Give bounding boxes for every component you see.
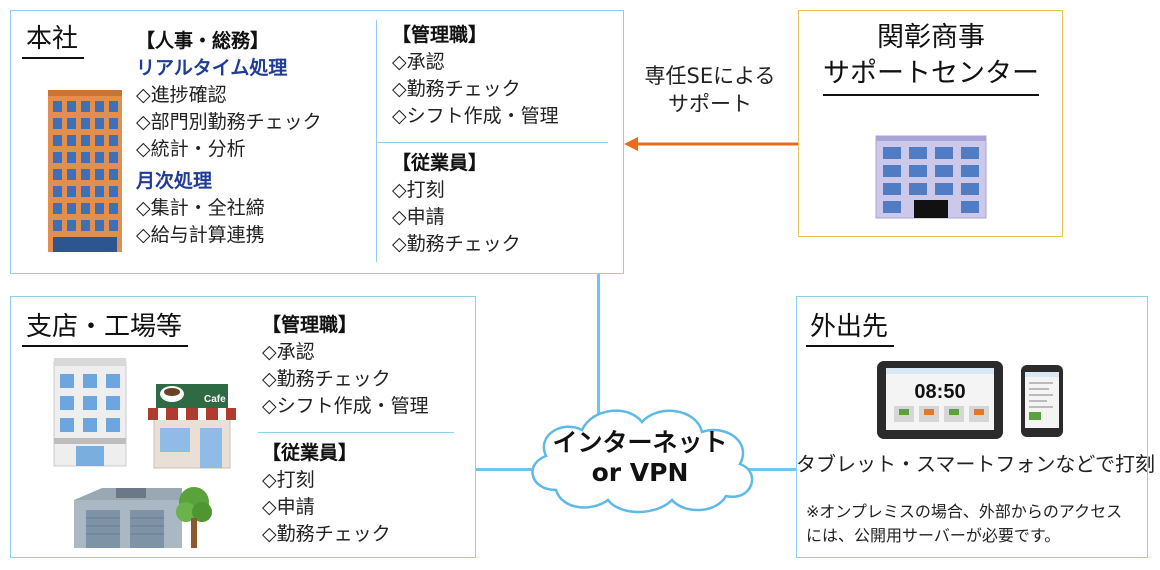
- hq-manager-item: ◇勤務チェック: [392, 78, 521, 100]
- internet-cloud-icon: [531, 409, 754, 514]
- hq-employee-heading: 【従業員】: [392, 152, 488, 174]
- hq-manager-heading: 【管理職】: [392, 24, 488, 46]
- connector-hq-to-network: [597, 272, 600, 432]
- outside-title: 外出先: [806, 306, 895, 347]
- branch-manager-heading: 【管理職】: [262, 314, 358, 336]
- support-arrow: [624, 137, 798, 151]
- outside-caption: タブレット・スマートフォンなどで打刻: [796, 452, 1155, 476]
- office-tower-icon: [48, 90, 122, 252]
- outside-note-line1: ※オンプレミスの場合、外部からのアクセス: [806, 502, 1123, 521]
- hq-hr-heading: 【人事・総務】: [136, 30, 270, 52]
- connector-branch-to-network: [476, 468, 538, 471]
- support-center-title: 関彰商事 サポートセンター: [802, 20, 1060, 96]
- outside-note: ※オンプレミスの場合、外部からのアクセス には、公開用サーバーが必要です。: [806, 500, 1146, 548]
- support-arrow-label: 専任SEによる サポート: [640, 62, 780, 118]
- hq-realtime-item: ◇進捗確認: [136, 84, 227, 106]
- smartphone-icon: [1021, 365, 1063, 437]
- branch-employee-block: 【従業員】 ◇打刻 ◇申請 ◇勤務チェック: [262, 440, 391, 548]
- hq-manager-item: ◇承認: [392, 51, 445, 73]
- hq-row-divider: [376, 142, 608, 143]
- branch-employee-item: ◇申請: [262, 496, 315, 518]
- tablet-icon: 08:50: [877, 361, 1003, 439]
- branch-office-building-icon: [53, 358, 127, 467]
- network-label-line1: インターネット: [552, 428, 728, 457]
- hq-column-divider: [376, 20, 377, 262]
- branch-manager-item: ◇シフト作成・管理: [262, 395, 429, 417]
- cafe-shop-icon: Cafe: [148, 384, 236, 469]
- hq-realtime-item: ◇統計・分析: [136, 138, 246, 160]
- branch-employee-item: ◇勤務チェック: [262, 523, 391, 545]
- hq-employee-item: ◇打刻: [392, 179, 445, 201]
- outside-note-line2: には、公開用サーバーが必要です。: [806, 526, 1061, 545]
- branch-employee-heading: 【従業員】: [262, 442, 358, 464]
- cafe-sign-text: Cafe: [204, 394, 226, 405]
- hq-employee-item: ◇申請: [392, 206, 445, 228]
- branch-manager-item: ◇承認: [262, 341, 315, 363]
- headquarters-title: 本社: [22, 18, 85, 59]
- support-label-line1: 専任SEによる: [644, 64, 776, 88]
- branch-employee-item: ◇打刻: [262, 469, 315, 491]
- connector-network-to-outside: [742, 468, 797, 471]
- hq-employee-item: ◇勤務チェック: [392, 233, 521, 255]
- support-label-line2: サポート: [668, 92, 752, 116]
- hq-realtime-item: ◇部門別勤務チェック: [136, 111, 322, 133]
- hq-monthly-item: ◇給与計算連携: [136, 224, 265, 246]
- hq-hr-block: 【人事・総務】 リアルタイム処理 ◇進捗確認 ◇部門別勤務チェック ◇統計・分析…: [136, 28, 322, 249]
- branch-manager-block: 【管理職】 ◇承認 ◇勤務チェック ◇シフト作成・管理: [262, 312, 429, 420]
- hq-manager-item: ◇シフト作成・管理: [392, 105, 559, 127]
- branch-manager-item: ◇勤務チェック: [262, 368, 391, 390]
- network-label: インターネット or VPN: [530, 428, 750, 488]
- branch-title: 支店・工場等: [22, 306, 189, 347]
- hq-manager-block: 【管理職】 ◇承認 ◇勤務チェック ◇シフト作成・管理: [392, 22, 559, 130]
- support-center-subtitle: サポートセンター: [823, 56, 1039, 96]
- hq-monthly-heading: 月次処理: [136, 170, 213, 192]
- support-center-name: 関彰商事: [877, 22, 985, 53]
- hq-monthly-item: ◇集計・全社締: [136, 197, 265, 219]
- hq-employee-block: 【従業員】 ◇打刻 ◇申請 ◇勤務チェック: [392, 150, 521, 258]
- hq-realtime-heading: リアルタイム処理: [136, 57, 288, 79]
- branch-row-divider: [258, 432, 454, 433]
- support-building-icon: [875, 135, 987, 219]
- factory-icon: [74, 487, 212, 548]
- network-label-line2: or VPN: [591, 458, 689, 487]
- tablet-clock-text: 08:50: [914, 381, 965, 403]
